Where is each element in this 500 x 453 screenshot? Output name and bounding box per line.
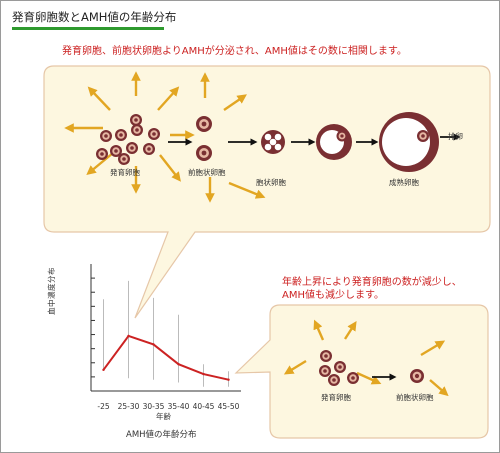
chart-data-point: [227, 378, 230, 381]
oocyte-dot: [351, 376, 355, 380]
chart-x-tick-label: -25: [97, 402, 109, 411]
chart-data-point: [127, 334, 130, 338]
page-title: 発育卵胞数とAMH値の年齢分布: [12, 10, 177, 24]
oocyte-dot: [152, 132, 156, 136]
oocyte-dot: [324, 354, 328, 358]
amh-secretion-arrow-icon: [283, 359, 307, 375]
chart-data-point: [202, 372, 205, 376]
oocyte-dot: [338, 365, 342, 369]
bottom-note-line2: AMH値も減少します。: [282, 290, 384, 301]
granulosa-cell: [264, 143, 272, 151]
oocyte-dot: [201, 121, 207, 127]
chart-title: AMH値の年齢分布: [126, 430, 197, 440]
bottom-label-growing: 発育卵胞: [321, 393, 351, 402]
stage-label-antral: 胞状卵胞: [256, 178, 286, 187]
granulosa-cell: [274, 143, 282, 151]
chart-x-tick-label: 35-40: [168, 402, 190, 411]
oocyte-dot: [323, 369, 327, 373]
top-note: 発育卵胞、前胞状卵胞よりAMHが分泌され、AMH値はその数に相関します。: [62, 46, 407, 57]
chart-x-tick-label: 30-35: [143, 402, 165, 411]
stage-label-mature: 成熟卵胞: [389, 178, 419, 187]
bottom-label-preantral: 前胞状卵胞: [396, 393, 434, 402]
chart-data-point: [102, 368, 105, 372]
oocyte-dot: [201, 150, 207, 156]
amh-secretion-arrow-icon: [157, 86, 180, 111]
amh-secretion-arrow-icon: [159, 154, 181, 182]
granulosa-cell: [269, 138, 277, 146]
amh-secretion-arrow-icon: [356, 371, 382, 385]
chart-data-point: [152, 343, 155, 346]
oocyte-dot: [104, 134, 108, 138]
amh-secretion-arrow-icon: [429, 379, 449, 397]
ovulation-label: 排卵: [448, 132, 463, 141]
oocyte-dot: [135, 128, 139, 132]
stage-label-growing: 発育卵胞: [110, 168, 140, 177]
oocyte-dot: [100, 152, 104, 156]
mature-cavity: [382, 118, 430, 166]
chart-y-label: 血中濃度分布: [47, 267, 56, 315]
oocyte-dot: [147, 147, 151, 151]
amh-secretion-arrow-icon: [313, 319, 325, 341]
oocyte-dot: [332, 378, 336, 382]
amh-secretion-arrow-icon: [228, 181, 266, 199]
chart-x-tick-label: 25-30: [118, 402, 140, 411]
oocyte-dot: [119, 133, 123, 137]
granulosa-cell: [264, 133, 272, 141]
bottom-note-line1: 年齢上昇により発育卵胞の数が減少し、: [282, 277, 462, 288]
amh-secretion-arrow-icon: [223, 94, 247, 111]
oocyte-dot: [134, 118, 138, 122]
oocyte-dot: [130, 146, 134, 150]
amh-secretion-arrow-icon: [343, 320, 357, 340]
oocyte-dot: [414, 373, 420, 379]
chart-data-point: [177, 362, 180, 366]
chart-series-line: [102, 334, 229, 381]
chart-x-tick-label: 45-50: [218, 402, 240, 411]
chart-x-label: 年齢: [156, 412, 171, 421]
amh-secretion-arrow-icon: [420, 340, 446, 357]
oocyte-dot: [340, 134, 344, 138]
granulosa-cell: [274, 133, 282, 141]
bottom-panel: [234, 304, 489, 439]
oocyte-dot: [122, 157, 126, 161]
amh-secretion-arrow-icon: [86, 152, 114, 176]
title-underline: [12, 27, 164, 30]
oocyte-dot: [421, 134, 425, 138]
chart-x-tick-label: 40-45: [193, 402, 215, 411]
oocyte-dot: [114, 149, 118, 153]
stage-label-preantral: 前胞状卵胞: [188, 168, 226, 177]
amh-secretion-arrow-icon: [87, 86, 111, 111]
